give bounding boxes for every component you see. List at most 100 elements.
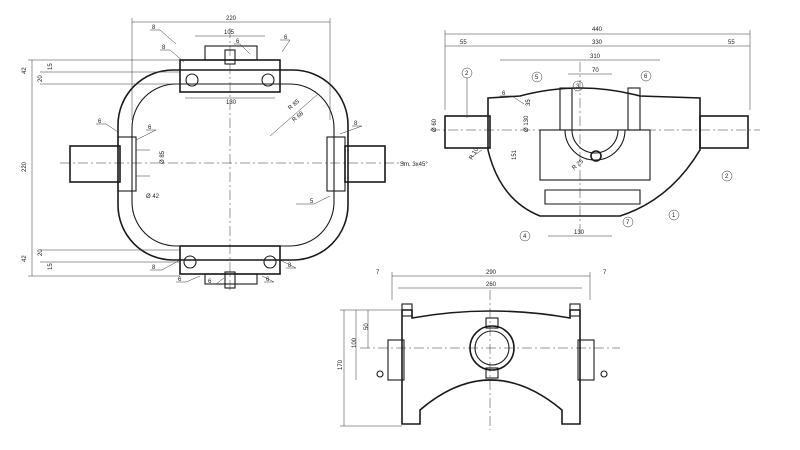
- top-view: 220 105 130 220 42 15 20 42 15 20 R 85 R…: [22, 16, 405, 292]
- top-flange-boss: [204, 45, 258, 61]
- dim-overall: 440: [592, 27, 603, 33]
- dim-gap-bottom: 20: [38, 249, 44, 256]
- dim-radius-inner: R 68: [291, 110, 305, 123]
- weld-label: 6: [178, 277, 182, 283]
- right-shaft-boss: [326, 136, 346, 192]
- balloon: [668, 209, 680, 221]
- balloon: [622, 216, 634, 228]
- dim-height: 220: [22, 161, 28, 172]
- weld-leader: [206, 277, 225, 285]
- balloon: [721, 170, 733, 182]
- balloon-label: 4: [523, 234, 527, 240]
- center-bore-inner: [474, 330, 510, 366]
- weld-leader: [150, 259, 181, 271]
- weld-label: 6: [284, 35, 288, 41]
- center-bore-outer: [469, 325, 515, 371]
- dim-left-gap: 7: [376, 270, 380, 276]
- dim-middle: 330: [592, 40, 603, 46]
- bore-top-rib: [485, 317, 499, 329]
- weld-leader: [469, 149, 483, 159]
- weld-leader: [176, 275, 201, 283]
- dim-top-height: 50: [364, 323, 370, 330]
- weld-leader: [160, 49, 185, 63]
- weld-leader: [135, 129, 157, 141]
- left-shaft-boss: [117, 136, 137, 192]
- balloon-label: 3: [576, 84, 580, 90]
- dim-shaft-dia: Ø 85: [160, 150, 166, 164]
- dim-overall-width: 220: [226, 16, 237, 22]
- dim-shaft-small: Ø 42: [146, 194, 160, 200]
- bottom-flange-boss: [204, 273, 258, 285]
- right-shaft: [699, 115, 749, 149]
- balloon-label: 2: [725, 174, 729, 180]
- balloon-label: 1: [672, 213, 676, 219]
- dim-offset-bottom: 42: [22, 255, 28, 262]
- housing-front-contour: [401, 309, 581, 425]
- dim-offset-bottom-small: 15: [48, 263, 54, 270]
- right-grease-nipple: [600, 370, 608, 378]
- bore-bottom-rib: [485, 367, 499, 379]
- weld-label: 8: [152, 265, 156, 271]
- top-right-hole: [261, 73, 275, 87]
- dim-radius-r: R 25: [571, 158, 585, 171]
- bore-housing: [539, 129, 651, 181]
- weld-label: 8: [354, 121, 358, 127]
- top-left-hole: [185, 73, 199, 87]
- bore-arc: [564, 129, 626, 161]
- dim-flange-width: 105: [224, 30, 235, 36]
- dim-right-shaft: 55: [728, 40, 735, 46]
- dim-gap-top: 20: [38, 75, 44, 82]
- dim-depth: 151: [512, 149, 518, 160]
- weld-leader: [150, 29, 177, 45]
- balloon-label: 6: [644, 74, 648, 80]
- left-side-pad: [387, 339, 405, 381]
- weld-symbols-top-view: 8 6 6 8 6 6 8 5 8 6 6 6 8: [96, 25, 363, 285]
- balloon: [640, 70, 652, 82]
- right-side-pad: [577, 339, 595, 381]
- right-top-lug: [569, 303, 581, 317]
- dim-inner-width: 130: [226, 100, 237, 106]
- weld-label: 6: [208, 279, 212, 285]
- balloon-label: 7: [626, 220, 630, 226]
- weld-label: 6: [148, 125, 152, 131]
- dim-radius-label: R 10: [469, 146, 481, 161]
- dim-bore-width: 130: [574, 230, 585, 236]
- radius-leader: [269, 93, 319, 137]
- bottom-slot: [544, 189, 641, 205]
- weld-label: 8: [152, 25, 156, 31]
- weld-label: 8: [162, 45, 166, 51]
- left-grease-nipple: [376, 370, 384, 378]
- weld-label: 6: [236, 39, 240, 45]
- weld-leader: [96, 123, 119, 133]
- weld-label: 6: [502, 91, 506, 97]
- dim-left-shaft: 55: [460, 40, 467, 46]
- weld-leader: [280, 39, 291, 53]
- left-bolt-lug: [559, 87, 573, 131]
- bottom-right-hole: [263, 255, 277, 269]
- bottom-grease-nipple: [224, 271, 236, 289]
- weld-leader: [296, 195, 331, 205]
- balloon: [572, 80, 584, 92]
- dim-outer: 290: [486, 270, 497, 276]
- dim-mid-height: 100: [352, 337, 358, 348]
- weld-label: 6: [98, 119, 102, 125]
- weld-leader: [339, 125, 363, 135]
- top-grease-nipple: [224, 49, 236, 65]
- dim-inner: 310: [590, 54, 601, 60]
- dim-offset-top: 42: [22, 67, 28, 74]
- dim-slot: 70: [592, 68, 599, 74]
- weld-label: 6: [266, 277, 270, 283]
- dim-hole-depth: 35: [526, 99, 532, 106]
- balloon: [531, 71, 543, 83]
- left-shaft: [444, 115, 491, 149]
- right-view: 440 55 330 55 310 70 Ø 60 Ø 130 151 35 1…: [400, 27, 760, 242]
- part-balloons: 2 5 3 6 1 7 4 2: [461, 67, 733, 242]
- left-shaft: [69, 145, 121, 183]
- weld-leader: [234, 43, 251, 55]
- weld-leader: [261, 275, 275, 283]
- dim-radius-outer: R 85: [287, 98, 301, 111]
- dim-offset-top-small: 15: [48, 63, 54, 70]
- weld-label: 8: [288, 263, 292, 269]
